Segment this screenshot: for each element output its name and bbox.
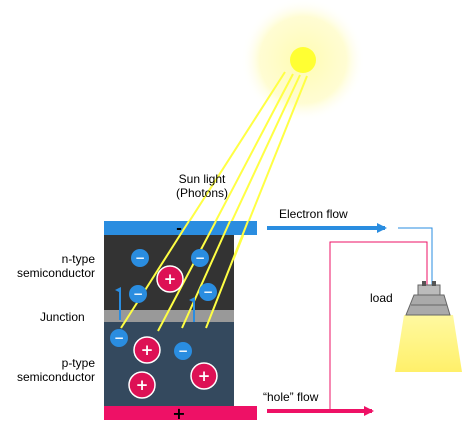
electron: − xyxy=(131,249,149,267)
bulb-cap-contact xyxy=(432,281,436,286)
bottom-electrode xyxy=(104,406,257,420)
svg-text:−: − xyxy=(133,287,143,301)
electron: − xyxy=(199,283,217,301)
svg-text:+: + xyxy=(164,270,177,288)
n-type-label-line1: n-type xyxy=(61,252,95,266)
svg-text:−: − xyxy=(135,251,145,265)
hole: + xyxy=(190,362,218,390)
sunlight-label: Sun light (Photons) xyxy=(162,172,242,200)
load-label: load xyxy=(370,291,393,305)
charge-arrows xyxy=(115,287,195,322)
electrons: − − − − − − xyxy=(110,249,217,360)
sunlight-label-line1: Sun light xyxy=(178,172,226,186)
sun-ray-overlay xyxy=(181,220,231,329)
svg-text:−: − xyxy=(114,331,124,345)
sun-ray-overlay xyxy=(157,220,217,332)
top-electrode xyxy=(104,221,257,235)
electron: − xyxy=(129,285,147,303)
p-type-label: p-type semiconductor xyxy=(0,356,95,384)
load-bulb xyxy=(395,281,462,372)
bulb-cap-contact xyxy=(422,281,426,286)
svg-text:+: + xyxy=(141,341,154,359)
hole: + xyxy=(156,265,184,293)
n-type-label-line2: semiconductor xyxy=(16,266,95,280)
n-type-label: n-type semiconductor xyxy=(0,252,95,280)
electron: − xyxy=(110,329,128,347)
bulb-light-cone xyxy=(395,315,462,372)
junction-layer xyxy=(104,310,234,322)
sun-rays-overlay xyxy=(120,220,249,332)
positive-wire xyxy=(329,241,428,411)
p-type-label-line1: p-type xyxy=(61,356,95,370)
sun xyxy=(241,0,365,122)
sunlight-label-line2: (Photons) xyxy=(175,186,229,200)
hole-flow-label: “hole” flow xyxy=(263,390,319,404)
junction-label: Junction xyxy=(40,310,85,324)
svg-text:−: − xyxy=(203,285,213,299)
sun-ray-overlay xyxy=(120,220,190,329)
p-type-label-line2: semiconductor xyxy=(16,370,95,384)
svg-text:−: − xyxy=(178,344,188,358)
hole: + xyxy=(128,371,156,399)
holes: + + + + xyxy=(128,265,218,399)
negative-wire xyxy=(398,227,433,285)
positive-terminal-sign: + xyxy=(172,404,185,423)
svg-text:+: + xyxy=(136,376,149,394)
hole: + xyxy=(133,336,161,364)
sun-ray-overlay xyxy=(205,220,249,329)
electron: − xyxy=(191,249,209,267)
negative-terminal-sign: - xyxy=(176,221,182,237)
electron-flow-label: Electron flow xyxy=(279,207,348,221)
sun-core xyxy=(290,47,316,73)
electron: − xyxy=(174,342,192,360)
svg-text:+: + xyxy=(198,367,211,385)
svg-text:−: − xyxy=(195,251,205,265)
bulb-cap xyxy=(417,284,441,296)
